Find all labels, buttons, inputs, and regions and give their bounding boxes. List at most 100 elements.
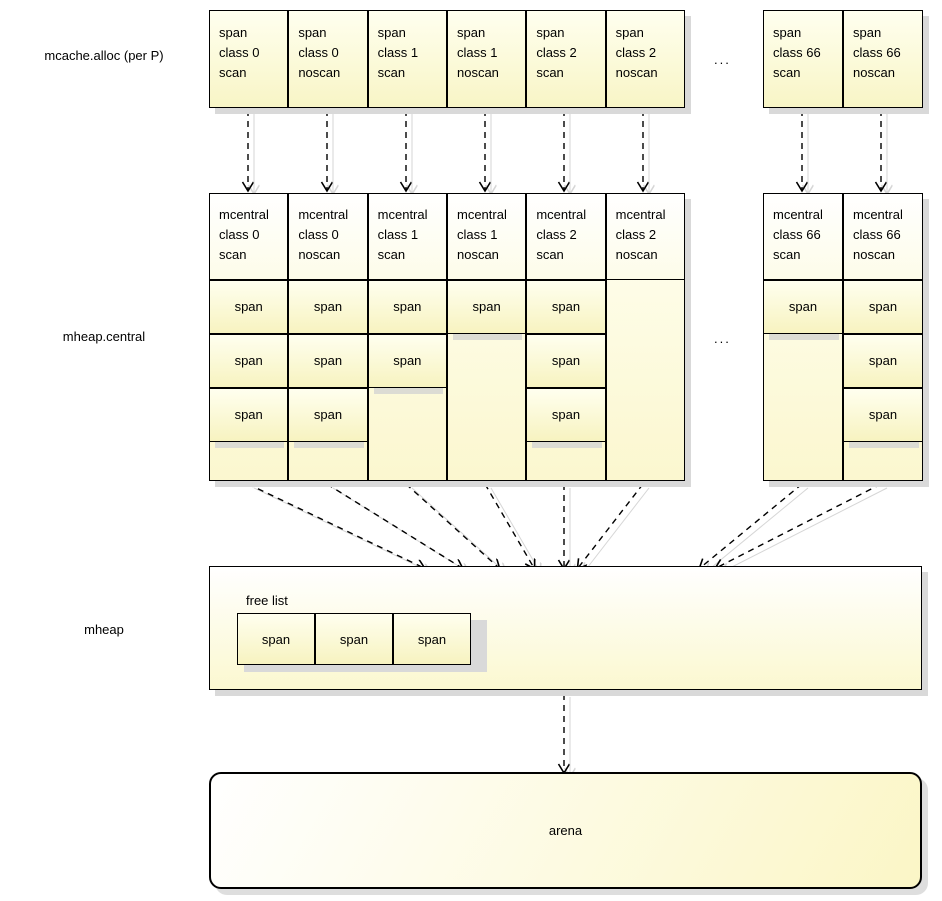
mcentral-span-label: span (551, 353, 581, 368)
mcache-cell-line-1: span (456, 25, 486, 40)
mcentral-span-item[interactable]: span (843, 388, 923, 442)
mcache-span-class-cell[interactable]: span class 1 noscan (446, 10, 527, 108)
mcentral-span-stack-shadow (769, 334, 839, 340)
mcache-cell-line-2: class 0 (298, 45, 339, 60)
mcentral-header-line-3: scan (377, 247, 406, 262)
mcache-cell-line-2: class 1 (377, 45, 419, 60)
mcentral-span-label: span (868, 353, 898, 368)
mcentral-header-line-3: noscan (853, 247, 895, 262)
mcentral-header-line-1: mcentral (773, 207, 823, 222)
mcentral-header-line-3: scan (536, 247, 564, 262)
mcentral-span-label: span (234, 407, 263, 422)
free-list-span-item[interactable]: span (393, 613, 471, 665)
mcentral-span-label: span (551, 299, 581, 314)
mcentral-span-stack-shadow (532, 442, 602, 448)
mcache-cell-line-3: scan (773, 65, 801, 80)
mcentral-header-line-2: class 0 (219, 227, 260, 242)
row-label-mheap-central: mheap.central (62, 329, 146, 344)
free-list-span-item[interactable]: span (237, 613, 315, 665)
mcentral-span-label: span (393, 353, 422, 368)
mcache-cell-line-3: scan (219, 65, 247, 80)
mcentral-header-line-2: class 1 (456, 227, 498, 242)
mcache-cell-line-2: class 0 (219, 45, 260, 60)
mcentral-span-item[interactable]: span (288, 280, 368, 334)
mcentral-column[interactable]: mcentral class 2 scan span span span (526, 193, 606, 481)
mcentral-span-item[interactable]: span (367, 334, 447, 388)
free-list-container: span span span (237, 613, 480, 665)
mcentral-span-item[interactable]: span (843, 334, 923, 388)
free-list-span-label: span (339, 631, 369, 647)
mcentral-header-line-1: mcentral (377, 207, 428, 222)
arena-label: arena (548, 823, 583, 838)
mcentral-column-header: mcentral class 2 scan (527, 194, 605, 280)
mcentral-header-line-2: class 2 (536, 227, 577, 242)
mcache-cell-line-3: noscan (853, 65, 895, 80)
mcentral-span-label: span (472, 299, 501, 314)
mcentral-span-item[interactable]: span (209, 334, 289, 388)
mcentral-span-item[interactable]: span (843, 280, 923, 334)
mcache-cell-line-1: span (377, 25, 406, 40)
mcache-cell-line-3: noscan (456, 65, 499, 80)
mcentral-column[interactable]: mcentral class 66 scan span (763, 193, 843, 481)
mcentral-column-header: mcentral class 66 scan (764, 194, 842, 280)
mcentral-header-line-1: mcentral (456, 207, 507, 222)
free-list-span-item[interactable]: span (315, 613, 393, 665)
mcache-cell-line-2: class 1 (456, 45, 498, 60)
row-label-mheap: mheap (84, 622, 124, 637)
mcentral-header-line-2: class 66 (773, 227, 821, 242)
mcentral-header-line-1: mcentral (536, 207, 587, 222)
mcentral-span-stack-shadow (849, 442, 919, 448)
mcentral-span-item[interactable]: span (526, 280, 606, 334)
mcentral-span-stack-shadow (452, 334, 523, 340)
mcentral-header-line-3: scan (773, 247, 801, 262)
arena-box[interactable]: arena (209, 772, 922, 889)
mcentral-span-label: span (788, 299, 818, 314)
mcentral-span-item[interactable]: span (209, 280, 289, 334)
mcentral-span-label: span (868, 299, 898, 314)
mcentral-span-item[interactable]: span (209, 388, 289, 442)
mcache-ellipsis: ... (714, 52, 731, 67)
free-list-span-label: span (417, 631, 447, 647)
mcentral-span-label: span (868, 407, 898, 422)
mcentral-span-stack-shadow (294, 442, 364, 448)
mcentral-span-item[interactable]: span (763, 280, 843, 334)
mcache-cell-line-3: scan (536, 65, 564, 80)
mcentral-span-item[interactable]: span (288, 334, 368, 388)
mcentral-span-label: span (393, 299, 422, 314)
mcentral-span-stack-shadow (373, 388, 443, 394)
mcentral-span-item[interactable]: span (288, 388, 368, 442)
mcentral-span-item[interactable]: span (526, 388, 606, 442)
mcentral-header-line-1: mcentral (298, 207, 349, 222)
mcentral-span-item[interactable]: span (446, 280, 527, 334)
mcache-cell-line-2: class 66 (853, 45, 901, 60)
mcentral-span-item[interactable]: span (526, 334, 606, 388)
mcentral-span-item[interactable]: span (367, 280, 447, 334)
mcache-cell-line-1: span (536, 25, 565, 40)
mcache-cell-line-3: noscan (615, 65, 658, 80)
mcache-cell-line-1: span (298, 25, 327, 40)
mcentral-span-label: span (234, 353, 263, 368)
